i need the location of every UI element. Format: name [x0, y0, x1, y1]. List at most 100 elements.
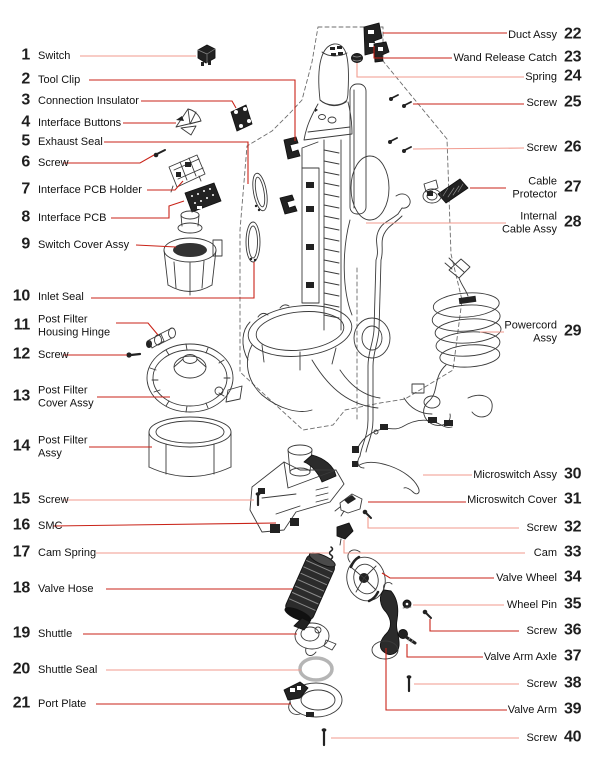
part-name-line: Switch: [38, 49, 71, 62]
duct-tubes-drawing: [343, 83, 390, 316]
part-name-line: Shuttle: [38, 627, 73, 640]
part-name-label: Cam Spring: [38, 547, 96, 560]
part-number: 27: [564, 178, 582, 196]
part-name-label: SMC: [38, 520, 62, 533]
part-name-label: Wand Release Catch: [453, 52, 557, 65]
leader-line: [385, 648, 507, 711]
part-name-line: Screw: [526, 731, 557, 744]
part-name-line: Valve Wheel: [496, 571, 557, 584]
part-number: 12: [12, 345, 31, 363]
part-number: 14: [12, 437, 31, 455]
part-name-label: Valve Arm: [508, 704, 557, 717]
leader-lines: [52, 32, 525, 739]
part-name-label: Interface PCB Holder: [38, 184, 142, 197]
screw-glyphs: [126, 94, 432, 747]
screws-26: [388, 137, 412, 153]
leader-line: [104, 141, 249, 184]
part-name-line: Interface PCB Holder: [38, 183, 142, 196]
inlet-seal-drawing: [245, 221, 261, 263]
part-name-line: SMC: [38, 519, 63, 532]
part-name-line: Cover Assy: [38, 397, 94, 409]
screw-15: [255, 492, 261, 507]
part-name-line: Microswitch Assy: [473, 468, 557, 481]
part-number: 21: [12, 694, 31, 712]
part-number: 5: [21, 132, 30, 150]
cam-drawing: [336, 522, 354, 546]
part-name-line: Valve Arm: [507, 703, 557, 716]
part-name-line: Post Filter: [38, 384, 88, 397]
part-number: 13: [12, 387, 31, 405]
part-name-label: Screw: [526, 732, 557, 745]
part-name-label: Valve Hose: [38, 583, 93, 596]
leader-line: [356, 63, 524, 78]
part-name-line: Screw: [526, 141, 557, 154]
part-name-line: Powercord: [504, 319, 557, 332]
screw-38: [406, 675, 412, 693]
part-name-label: Wheel Pin: [507, 599, 557, 612]
shuttle-seal-drawing: [298, 656, 334, 682]
leader-line: [63, 154, 155, 164]
part-name-label: Screw: [526, 625, 557, 638]
leader-line: [111, 200, 185, 219]
part-name-label: Tool Clip: [38, 74, 80, 87]
part-name-line: Post Filter: [38, 434, 88, 447]
part-name-line: Tool Clip: [38, 73, 81, 86]
leader-line: [135, 244, 177, 248]
part-number: 37: [564, 647, 582, 665]
part-name-line: Switch Cover Assy: [38, 238, 130, 251]
ball-housing-drawing: [353, 317, 391, 359]
part-number: 29: [564, 322, 582, 340]
part-name-line: Connection Insulator: [38, 94, 139, 107]
part-number: 18: [12, 579, 31, 597]
part-number: 9: [21, 235, 30, 253]
part-name-label: Duct Assy: [508, 29, 557, 42]
part-name-line: Microswitch Cover: [467, 493, 557, 506]
valve-hose-drawing: [284, 552, 336, 623]
part-number: 17: [12, 543, 31, 561]
part-name-line: Valve Arm Axle: [483, 650, 557, 663]
part-name-label: Screw: [38, 349, 69, 362]
internal-cable-assy-drawing: [357, 193, 411, 469]
part-name-label: Screw: [526, 522, 557, 535]
part-number: 10: [12, 287, 31, 305]
part-number: 39: [564, 700, 582, 718]
part-number: 23: [564, 48, 582, 66]
cam-spring-17: [328, 546, 334, 560]
part-name-line: Assy: [533, 332, 557, 344]
part-name-line: Exhaust Seal: [38, 135, 103, 148]
part-number: 4: [21, 113, 30, 131]
part-name-label: Screw: [526, 678, 557, 691]
part-number: 33: [564, 543, 582, 561]
part-name-line: Screw: [38, 156, 69, 169]
part-name-line: Assy: [38, 447, 62, 459]
part-name-line: Wand Release Catch: [453, 51, 557, 64]
part-name-label: Switch: [38, 50, 70, 63]
leader-line: [52, 522, 277, 527]
part-name-label: Shuttle: [38, 628, 72, 641]
screw-12: [126, 352, 142, 358]
screw-6: [153, 149, 166, 158]
part-number: 36: [564, 621, 582, 639]
leader-line: [429, 619, 519, 632]
switch-part-drawing: [197, 44, 216, 66]
exhaust-seal-drawing: [252, 172, 268, 212]
spring-part-drawing: [351, 53, 363, 63]
screw-36: [422, 609, 432, 619]
part-name-line: Cam: [533, 546, 557, 559]
valve-arm-axle-drawing: [398, 629, 417, 645]
screws-25: [389, 94, 412, 108]
dashed-outline: [239, 26, 463, 431]
leader-line: [116, 322, 159, 336]
part-name-label: Cam: [534, 547, 557, 560]
interface-buttons-drawing: [175, 108, 202, 136]
part-name-label: Inlet Seal: [38, 291, 84, 304]
microswitch-cover-drawing: [334, 493, 363, 517]
part-number: 25: [564, 93, 582, 111]
part-number: 22: [564, 25, 582, 43]
powercord-drawing: [423, 257, 502, 426]
part-name-line: Interface Buttons: [38, 116, 122, 129]
